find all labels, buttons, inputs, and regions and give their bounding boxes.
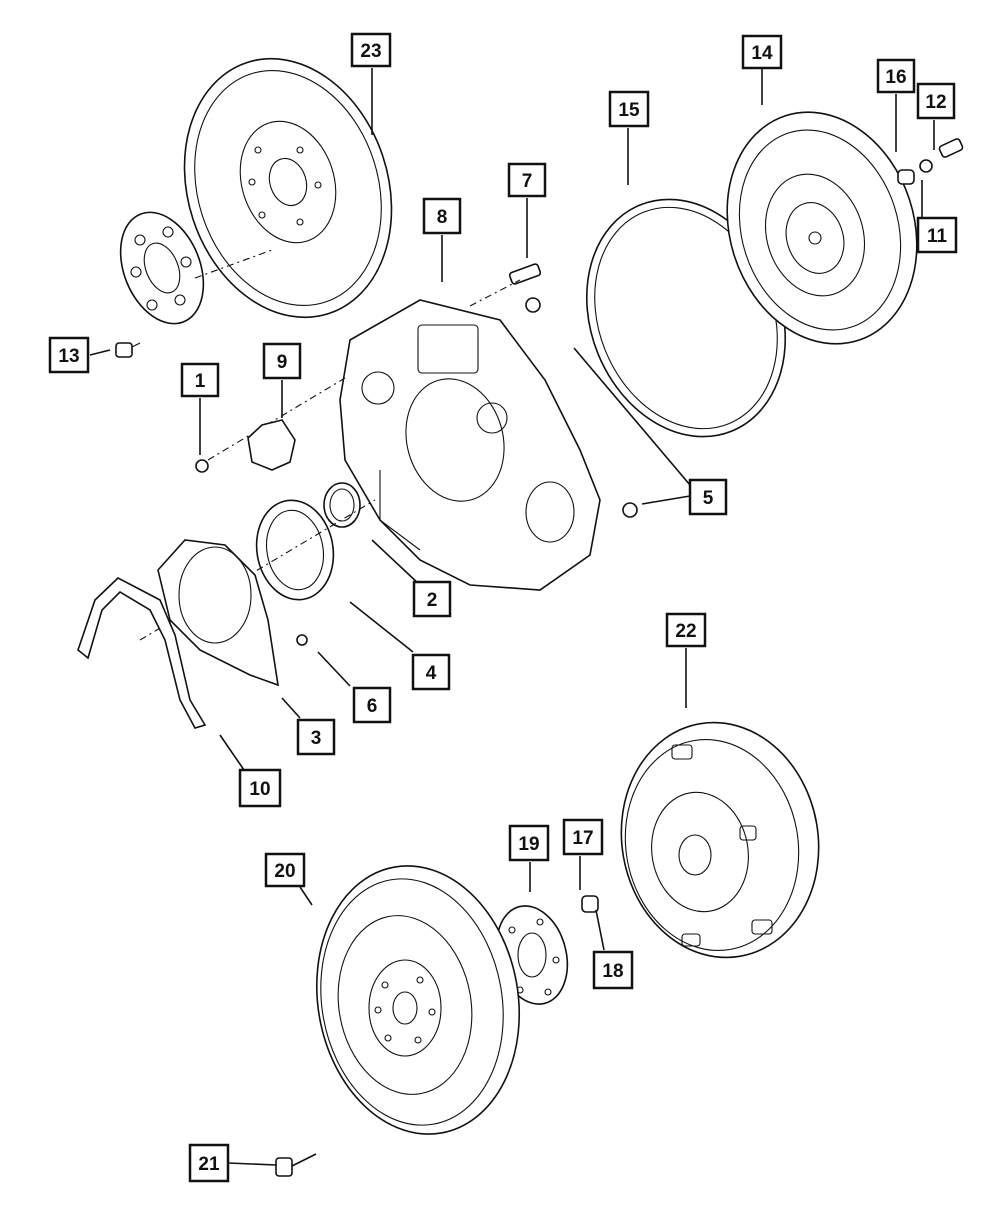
bracket-part-10: [77, 577, 207, 729]
callout-15: 15: [608, 90, 650, 128]
bolt-part-1: [195, 459, 209, 473]
callout-11: 11: [916, 216, 958, 254]
callout-label: 11: [927, 226, 948, 247]
washer-part-11: [919, 159, 933, 173]
callout-label: 10: [249, 779, 270, 800]
nut-part-17: [581, 895, 599, 913]
seal-ring-part-4: [255, 499, 335, 601]
callout-label: 14: [751, 43, 773, 64]
bolt-part-13: [115, 342, 141, 358]
callout-label: 3: [311, 728, 322, 749]
callout-label: 8: [437, 207, 448, 228]
callout-6: 6: [352, 686, 392, 724]
callout-21: 21: [188, 1143, 230, 1183]
callout-16: 16: [876, 58, 916, 94]
flywheel-part-14: [726, 111, 918, 345]
callout-label: 16: [885, 67, 906, 88]
callout-20: 20: [264, 852, 306, 888]
callout-5: 5: [688, 478, 728, 516]
callout-8: 8: [422, 197, 462, 235]
callout-3: 3: [296, 718, 336, 756]
seal-part-2: [323, 482, 361, 528]
callout-9: 9: [262, 342, 302, 380]
callout-23: 23: [350, 32, 392, 68]
bolt-part-21: [275, 1153, 317, 1177]
callout-label: 5: [703, 488, 714, 509]
callout-22: 22: [665, 612, 707, 648]
callout-7: 7: [507, 162, 547, 198]
callout-12: 12: [916, 82, 956, 120]
callout-label: 23: [360, 41, 381, 62]
callout-label: 12: [925, 92, 946, 113]
callout-14: 14: [741, 34, 783, 70]
retainer-part-3: [157, 539, 279, 687]
callout-label: 22: [675, 621, 696, 642]
bolt-part-6: [296, 634, 308, 646]
torque-converter-part-22: [620, 721, 820, 959]
callout-label: 6: [367, 696, 378, 717]
callout-1: 1: [180, 362, 220, 398]
callout-label: 17: [572, 828, 593, 849]
callout-label: 18: [602, 961, 623, 982]
callout-label: 7: [522, 171, 533, 192]
callout-label: 19: [518, 834, 539, 855]
callout-label: 13: [58, 346, 79, 367]
bolt-part-12: [938, 138, 964, 158]
adapter-plate: [119, 211, 205, 325]
callout-17: 17: [562, 818, 604, 856]
flexplate-part-20: [315, 865, 521, 1135]
flywheel-housing-part-8: [339, 299, 601, 591]
dowel-part-16: [897, 169, 915, 185]
callout-19: 19: [508, 824, 550, 862]
callout-label: 15: [618, 100, 640, 121]
cover-plate-part-9: [247, 419, 296, 471]
callout-4: 4: [411, 653, 451, 691]
nut-part-5: [622, 502, 638, 518]
flexplate-part-23: [183, 57, 393, 319]
bolt-part-7: [508, 263, 542, 313]
callout-label: 21: [198, 1154, 220, 1175]
callout-label: 20: [274, 861, 295, 882]
callout-2: 2: [412, 580, 452, 618]
callout-label: 4: [426, 663, 437, 684]
callout-label: 2: [427, 590, 438, 611]
callout-label: 9: [277, 352, 288, 373]
callout-10: 10: [238, 768, 282, 808]
callout-18: 18: [592, 950, 634, 990]
callout-13: 13: [48, 336, 90, 374]
leader-lines: [89, 68, 935, 1166]
callout-label: 1: [195, 371, 206, 392]
